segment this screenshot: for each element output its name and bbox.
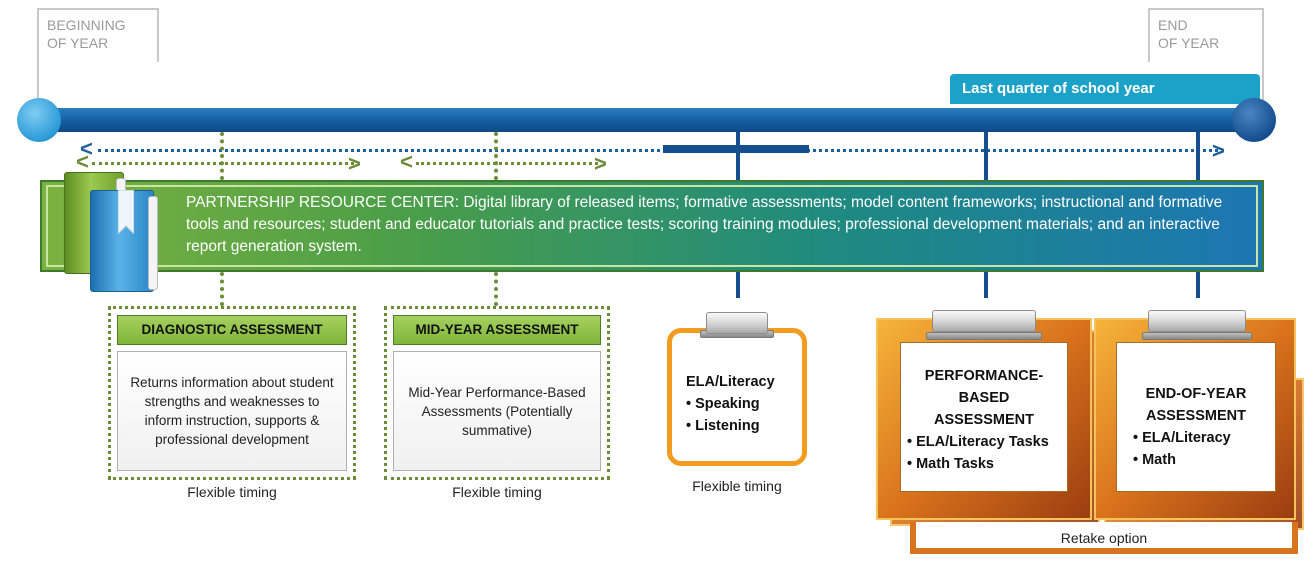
speaking-listening-caption: Flexible timing [692, 478, 782, 494]
midyear-body-text: Mid-Year Performance-Based Assessments (… [408, 384, 586, 438]
end-of-year-marker: END OF YEAR [1148, 8, 1264, 62]
diagnostic-body: Returns information about student streng… [117, 351, 347, 471]
diagnostic-assessment-box: DIAGNOSTIC ASSESSMENT Returns informatio… [108, 306, 356, 480]
speaking-listening-heading: ELA/Literacy [686, 374, 775, 390]
resource-center-text: PARTNERSHIP RESOURCE CENTER: Digital lib… [186, 194, 1223, 255]
midyear-right-arrow: > [594, 151, 607, 176]
performance-item-math: • Math Tasks [907, 456, 994, 472]
speaking-listening-content: ELA/Literacy • Speaking • Listening [686, 371, 775, 437]
end-of-year-frame: END-OF-YEAR ASSESSMENT • ELA/Literacy • … [1094, 318, 1296, 520]
diagnostic-connector-top [220, 132, 224, 180]
eoy-item-math: • Math [1133, 452, 1176, 468]
clipboard-icon [1148, 310, 1246, 332]
midyear-connector-bottom [494, 272, 498, 306]
midyear-assessment-box: MID-YEAR ASSESSMENT Mid-Year Performance… [384, 306, 610, 480]
timeline-end-dot [1232, 98, 1276, 142]
beginning-of-year-marker: BEGINNING OF YEAR [37, 8, 159, 62]
beginning-line-1: BEGINNING [47, 17, 126, 33]
performance-title-3: ASSESSMENT [934, 412, 1034, 428]
beginning-line-2: OF YEAR [47, 35, 109, 51]
resource-center-inner-border [46, 185, 1258, 267]
performance-connector-top [984, 132, 988, 180]
eoy-title-2: ASSESSMENT [1146, 408, 1246, 424]
performance-connector-bottom [984, 272, 988, 298]
full-year-dotted-range [98, 149, 1218, 152]
retake-bracket [910, 522, 1298, 554]
retake-label: Retake option [1060, 530, 1148, 546]
last-quarter-label: Last quarter of school year [950, 74, 1260, 104]
midyear-dotted-range [416, 162, 598, 165]
end-line-2: OF YEAR [1158, 35, 1220, 51]
diagnostic-body-text: Returns information about student streng… [130, 375, 334, 447]
eoy-connector-top [1196, 132, 1200, 180]
eoy-items: • ELA/Literacy • Math [1133, 427, 1231, 471]
midyear-title: MID-YEAR ASSESSMENT [393, 315, 601, 345]
beginning-pole [37, 60, 39, 102]
resource-center-band [40, 180, 1264, 272]
end-of-year-content: END-OF-YEAR ASSESSMENT [1117, 383, 1275, 427]
diagnostic-title: DIAGNOSTIC ASSESSMENT [117, 315, 347, 345]
eoy-connector-bottom [1196, 272, 1200, 298]
books-icon [64, 166, 176, 292]
midyear-connector-top [494, 132, 498, 180]
book-blue-pages [148, 196, 158, 290]
performance-title-1: PERFORMANCE- [924, 368, 1044, 384]
clipboard-icon [706, 312, 768, 334]
midyear-left-arrow: < [400, 149, 413, 174]
diagnostic-right-arrow: > [348, 151, 361, 176]
speaking-item: • Speaking [686, 396, 760, 412]
performance-item-ela: • ELA/Literacy Tasks [907, 434, 1049, 450]
speaking-connector-top [736, 132, 740, 180]
performance-based-panel: PERFORMANCE- BASED ASSESSMENT • ELA/Lite… [900, 342, 1068, 492]
end-pole [1262, 60, 1264, 100]
diagnostic-connector-bottom [220, 272, 224, 306]
performance-title-2: BASED [958, 390, 1010, 406]
diagnostic-caption: Flexible timing [187, 484, 277, 500]
eoy-item-ela: • ELA/Literacy [1133, 430, 1231, 446]
full-year-left-arrow: < [80, 136, 93, 161]
speaking-listening-card: ELA/Literacy • Speaking • Listening [667, 328, 807, 466]
performance-clipboard-base [926, 332, 1042, 340]
speaking-connector-bottom [736, 272, 740, 298]
bookmark-icon [118, 190, 134, 234]
full-year-right-arrow: > [1212, 138, 1225, 163]
diagnostic-left-arrow: < [76, 149, 89, 174]
midyear-body: Mid-Year Performance-Based Assessments (… [393, 351, 601, 471]
listening-item: • Listening [686, 418, 760, 434]
timeline-bar [40, 108, 1262, 132]
performance-based-content: PERFORMANCE- BASED ASSESSMENT [901, 365, 1067, 431]
performance-items: • ELA/Literacy Tasks • Math Tasks [907, 431, 1049, 475]
clipboard-icon [932, 310, 1036, 332]
end-of-year-panel: END-OF-YEAR ASSESSMENT • ELA/Literacy • … [1116, 342, 1276, 492]
midyear-caption: Flexible timing [452, 484, 542, 500]
eoy-clipboard-base [1142, 332, 1252, 340]
performance-based-frame: PERFORMANCE- BASED ASSESSMENT • ELA/Lite… [876, 318, 1092, 520]
end-line-1: END [1158, 17, 1188, 33]
eoy-title-1: END-OF-YEAR [1145, 386, 1247, 402]
timeline-start-dot [17, 98, 61, 142]
